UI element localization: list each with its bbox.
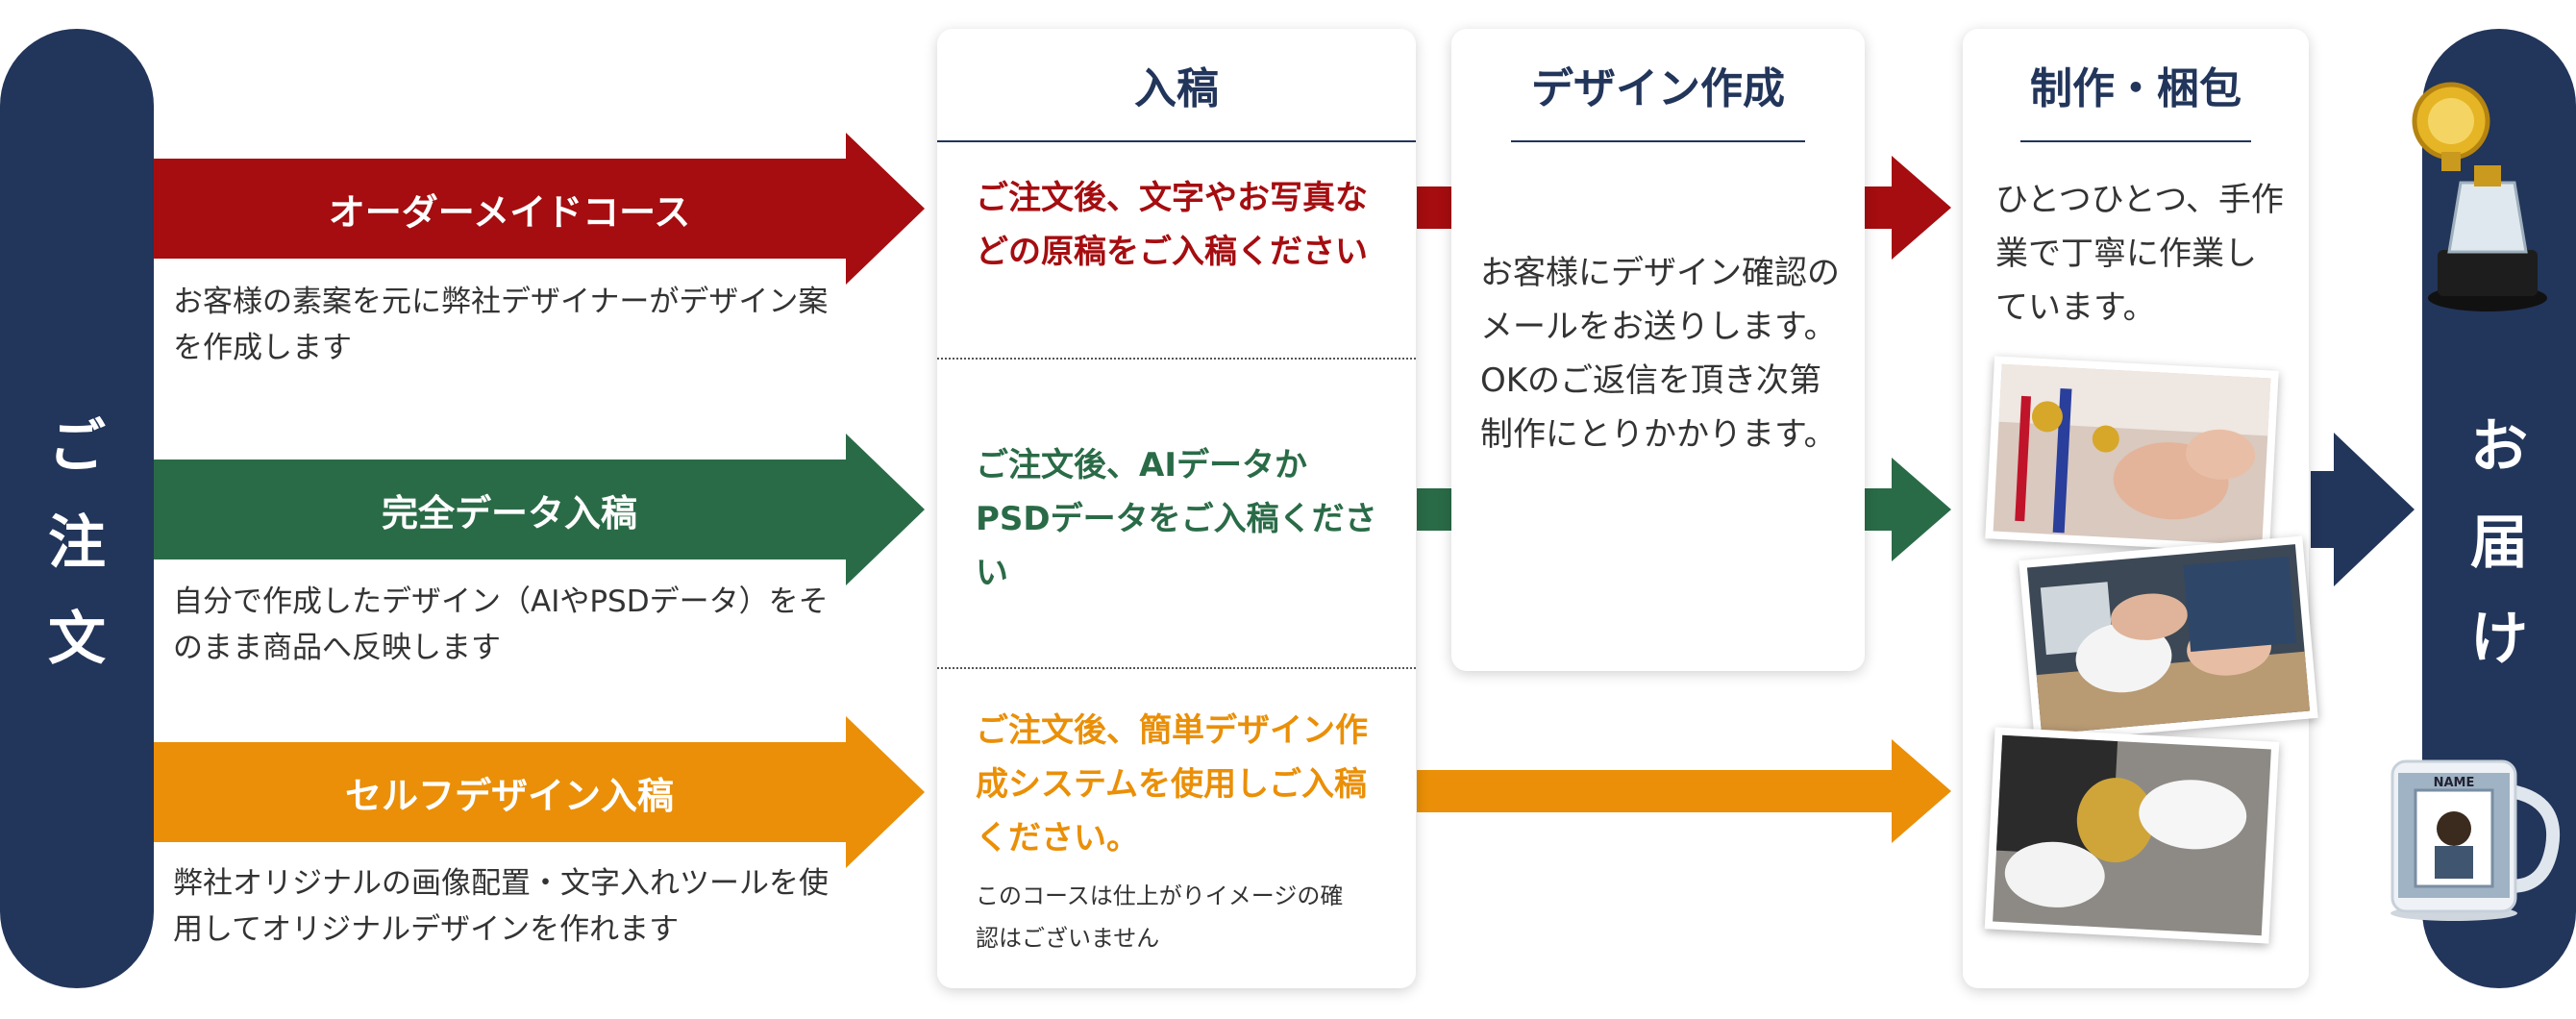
design-title-underline (1511, 140, 1805, 142)
order-pill: ご 注 文 (0, 29, 154, 988)
delivery-char-2: 届 (2470, 510, 2528, 577)
course-desc-selfdesign: 弊社オリジナルの画像配置・文字入れツールを使用してオリジナルデザインを作れます (173, 866, 829, 947)
connector-orange-head (1892, 739, 1951, 843)
connector-red-head (1892, 156, 1951, 260)
connector-green-head (1892, 458, 1951, 561)
nyuko-step-fulldata: ご注文後、AIデータかPSDデータをご入稿ください (976, 446, 1377, 592)
connector-green-2 (1865, 488, 1894, 531)
design-body: お客様にデザイン確認のメールをお送りします。OKのご返信を頂き次第制作にとりかか… (1480, 254, 1840, 454)
nyuko-step-ordermade: ご注文後、文字やお写真などの原稿をご入稿ください (976, 179, 1368, 271)
connector-orange (1417, 770, 1894, 812)
nyuko-note: このコースは仕上がりイメージの確認はございません (976, 882, 1344, 952)
order-char-2: 注 (48, 510, 106, 577)
course-title-selfdesign: セルフデザイン入稿 (344, 775, 674, 817)
arrow-head-ordermade (846, 133, 925, 285)
trophy-image (2412, 82, 2547, 311)
course-title-ordermade: オーダーメイドコース (328, 191, 691, 234)
arrow-ordermade (154, 159, 848, 259)
production-title-underline (2020, 140, 2251, 142)
nyuko-divider-2 (937, 667, 1416, 669)
nyuko-step-selfdesign: ご注文後、簡単デザイン作成システムを使用しご入稿ください。 (976, 711, 1368, 857)
course-desc-ordermade: お客様の素案を元に弊社デザイナーがデザイン案を作成します (173, 285, 829, 365)
photo-mug-print (2019, 535, 2318, 743)
delivery-char-3: け (2470, 606, 2528, 673)
nyuko-divider-1 (937, 358, 1416, 360)
arrow-head-selfdesign (846, 716, 925, 868)
nyuko-title-underline (937, 140, 1416, 142)
order-char-3: 文 (48, 606, 106, 673)
photo-packing (1984, 727, 2280, 944)
arrow-selfdesign (154, 742, 848, 842)
design-card: デザイン作成 お客様にデザイン確認のメールをお送りします。OKのご返信を頂き次第… (1451, 29, 1865, 671)
nyuko-card: 入稿 ご注文後、文字やお写真などの原稿をご入稿ください ご注文後、AIデータかP… (937, 29, 1416, 988)
production-title: 制作・梱包 (2030, 64, 2242, 113)
order-char-1: ご (48, 413, 106, 481)
photo-trophy-assembly (1985, 356, 2279, 554)
arrow-head-fulldata (846, 434, 925, 585)
delivery-char-1: お (2470, 413, 2528, 481)
production-body: ひとつひとつ、手作業で丁寧に作業しています。 (1995, 181, 2284, 327)
mug-label: NAME (2434, 776, 2475, 790)
connector-green-1 (1417, 488, 1453, 531)
connector-navy (2311, 471, 2336, 548)
connector-red-2 (1865, 186, 1894, 229)
course-desc-fulldata: 自分で作成したデザイン（AIやPSDデータ）をそのまま商品へ反映します (173, 584, 829, 665)
connector-navy-head (2334, 433, 2415, 586)
connector-red-1 (1417, 186, 1453, 229)
arrow-fulldata (154, 460, 848, 559)
course-title-fulldata: 完全データ入稿 (381, 492, 637, 534)
nyuko-title: 入稿 (1134, 64, 1219, 113)
design-title: デザイン作成 (1531, 64, 1785, 113)
mug-image: NAME (2390, 759, 2561, 921)
